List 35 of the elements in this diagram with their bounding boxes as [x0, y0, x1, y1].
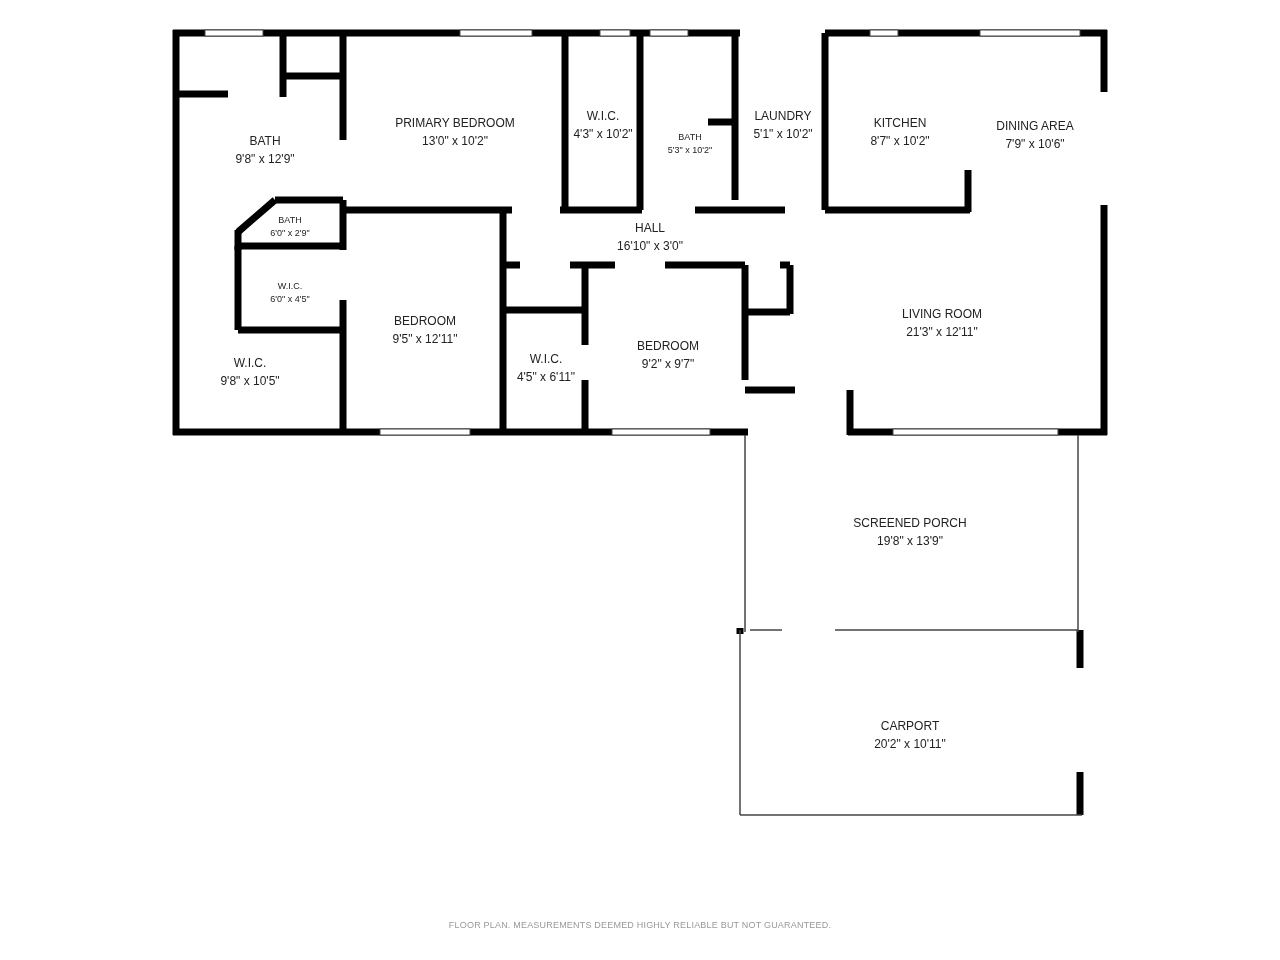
- room-dimensions: 8'7" x 10'2": [870, 133, 930, 150]
- room-name: BEDROOM: [394, 313, 456, 330]
- room-name: W.I.C.: [233, 355, 267, 372]
- room-dimensions: 16'10" x 3'0": [617, 238, 683, 255]
- room-name: W.I.C.: [529, 351, 563, 368]
- room-dimensions: 9'2" x 9'7": [641, 356, 695, 373]
- room-name: HALL: [635, 220, 665, 237]
- room-dimensions: 4'5" x 6'11": [516, 369, 576, 386]
- room-dimensions: 5'3" x 10'2": [667, 144, 713, 157]
- room-name: LIVING ROOM: [902, 306, 982, 323]
- room-name: LAUNDRY: [754, 108, 812, 125]
- room-dimensions: 9'8" x 10'5": [220, 373, 280, 390]
- room-dimensions: 21'3" x 12'11": [906, 324, 978, 341]
- room-name: DINING AREA: [996, 118, 1074, 135]
- room-dimensions: 9'8" x 12'9": [235, 151, 295, 168]
- room-dimensions: 4'3" x 10'2": [573, 126, 633, 143]
- room-dimensions: 5'1" x 10'2": [753, 126, 813, 143]
- room-name: KITCHEN: [873, 115, 927, 132]
- room-name: PRIMARY BEDROOM: [395, 115, 515, 132]
- room-dimensions: 6'0" x 4'5": [270, 293, 310, 306]
- room-dimensions: 6'0" x 2'9": [270, 227, 310, 240]
- room-name: W.I.C.: [586, 108, 620, 125]
- room-name: BEDROOM: [637, 338, 699, 355]
- room-name: BATH: [678, 130, 702, 144]
- room-name: BATH: [249, 133, 281, 150]
- room-dimensions: 7'9" x 10'6": [1005, 136, 1065, 153]
- room-dimensions: 13'0" x 10'2": [422, 133, 488, 150]
- room-name: W.I.C.: [277, 279, 303, 293]
- room-name: CARPORT: [880, 718, 940, 735]
- room-dimensions: 20'2" x 10'11": [874, 736, 946, 753]
- room-dimensions: 19'8" x 13'9": [877, 533, 943, 550]
- footer-note: FLOOR PLAN. MEASUREMENTS DEEMED HIGHLY RELIABLE BUT NOT GUARANTEED.: [447, 920, 833, 930]
- room-name: SCREENED PORCH: [853, 515, 967, 532]
- room-name: BATH: [278, 213, 302, 227]
- room-dimensions: 9'5" x 12'11": [392, 331, 458, 348]
